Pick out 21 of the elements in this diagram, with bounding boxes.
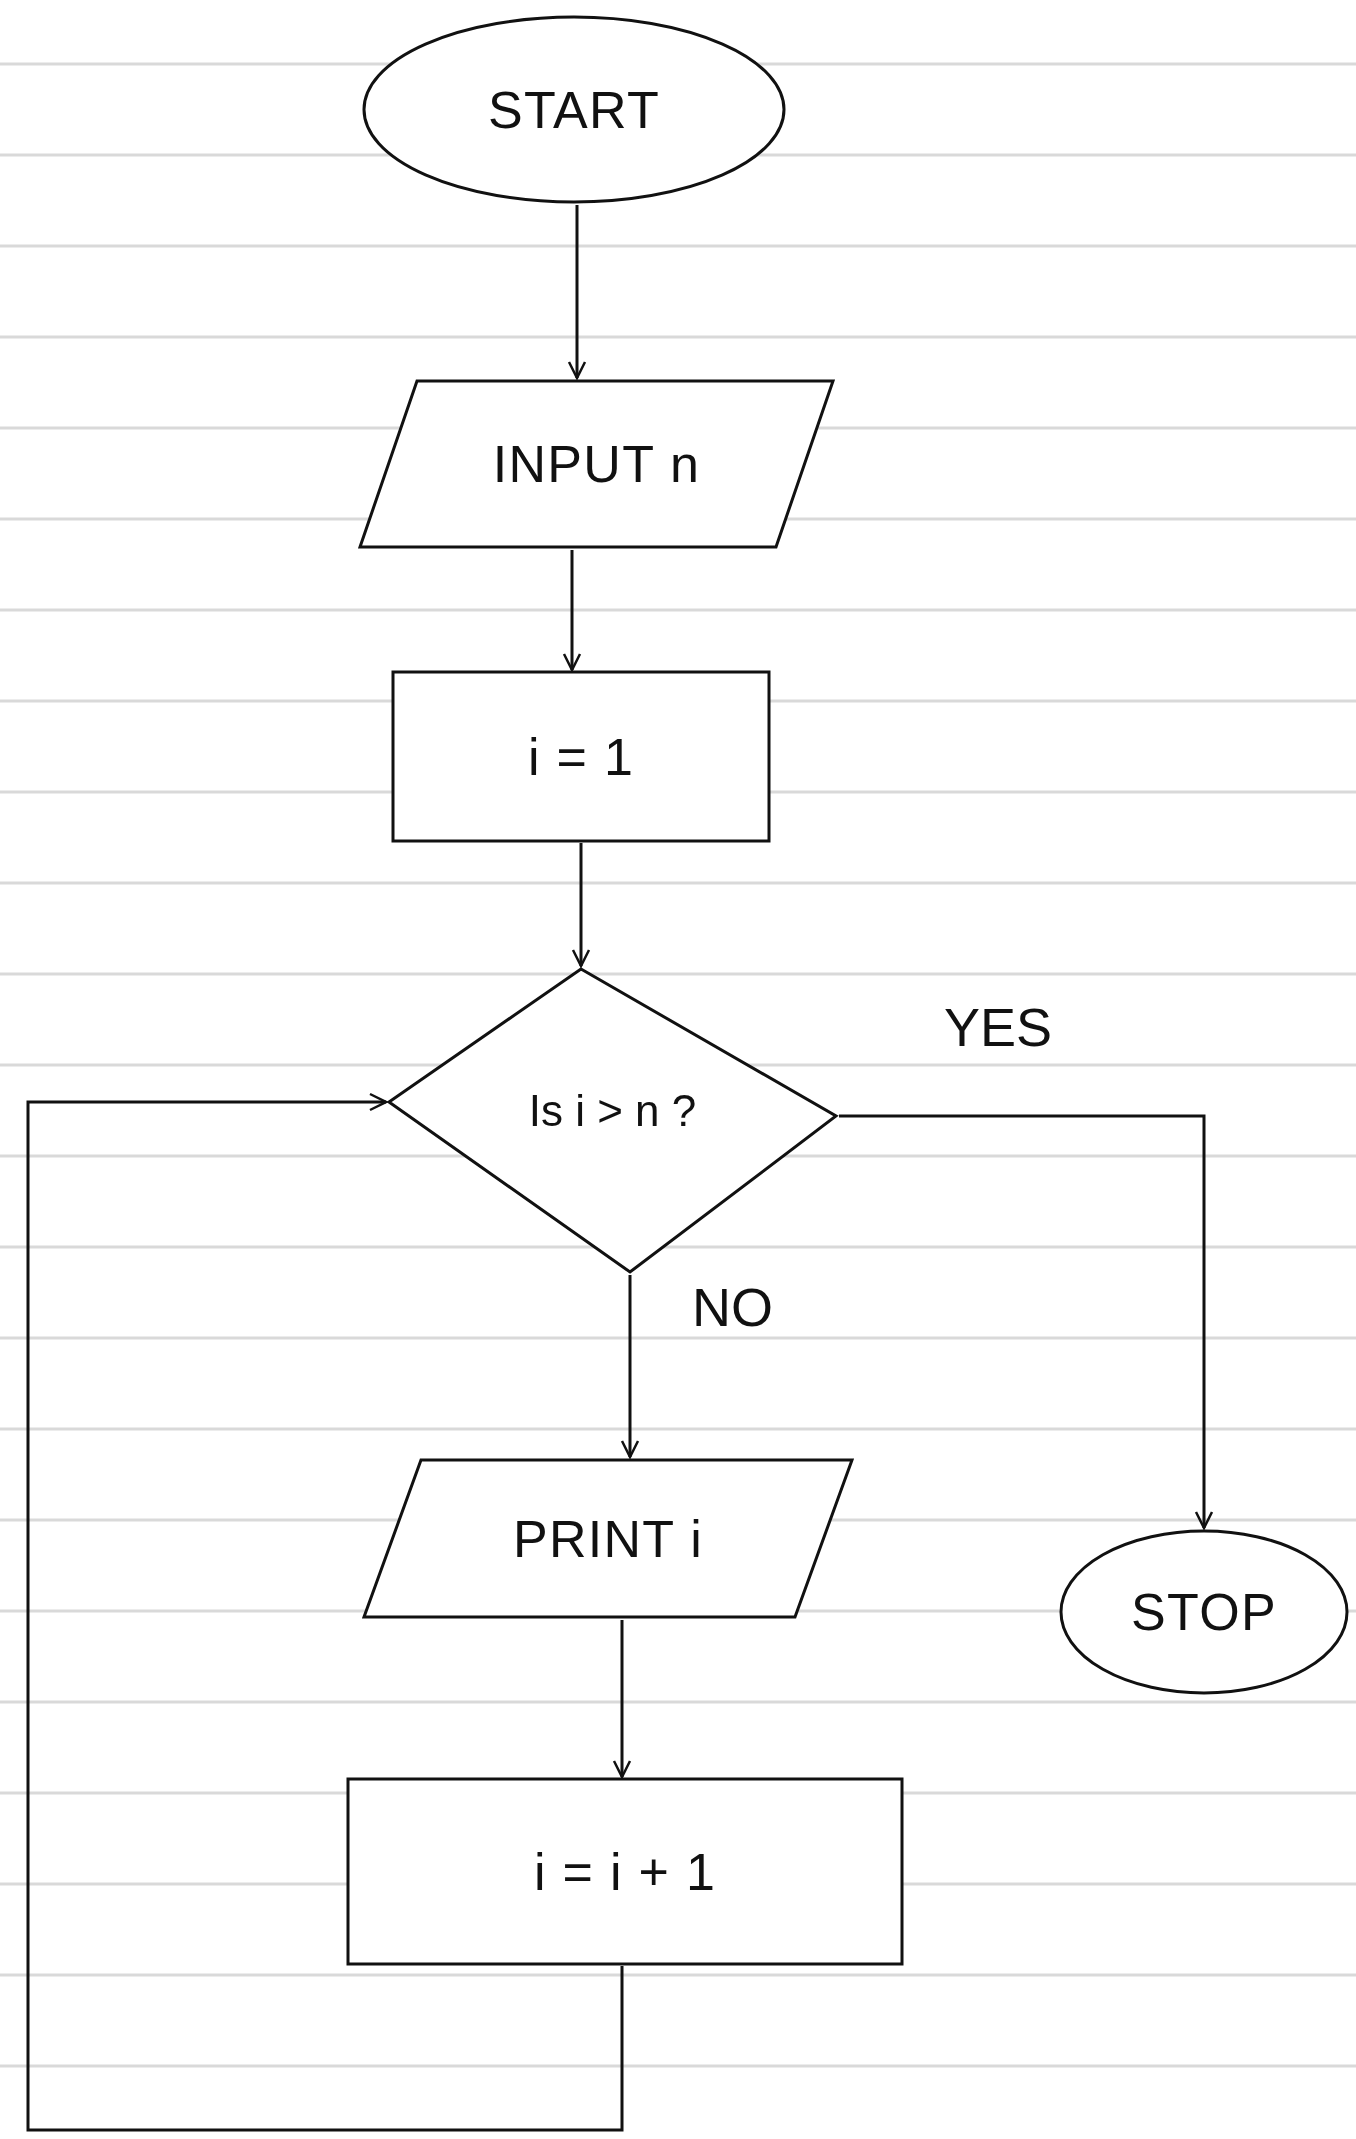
arrow [612, 1620, 632, 1779]
decision-diamond [386, 966, 839, 1275]
terminal-ellipse [1058, 1528, 1350, 1696]
arrow [562, 550, 582, 672]
arrow [839, 1114, 1214, 1530]
arrow [26, 1092, 624, 2132]
node-text: Is i > n ? [528, 1084, 697, 1137]
terminal-ellipse [361, 14, 787, 205]
process-box [391, 670, 771, 843]
node-text: START [487, 79, 661, 141]
input-output-parallelogram [357, 378, 836, 550]
input-output-parallelogram [361, 1457, 855, 1620]
arrow [571, 843, 591, 968]
node-text: INPUT n [492, 434, 701, 495]
node-text: i = 1 [527, 726, 635, 788]
arrow [620, 1275, 640, 1459]
node-text: PRINT i [512, 1508, 704, 1570]
node-text: STOP [1131, 1582, 1277, 1643]
node-text: i = i + 1 [533, 1841, 717, 1903]
arrow [567, 205, 587, 380]
process-box [346, 1777, 904, 1966]
